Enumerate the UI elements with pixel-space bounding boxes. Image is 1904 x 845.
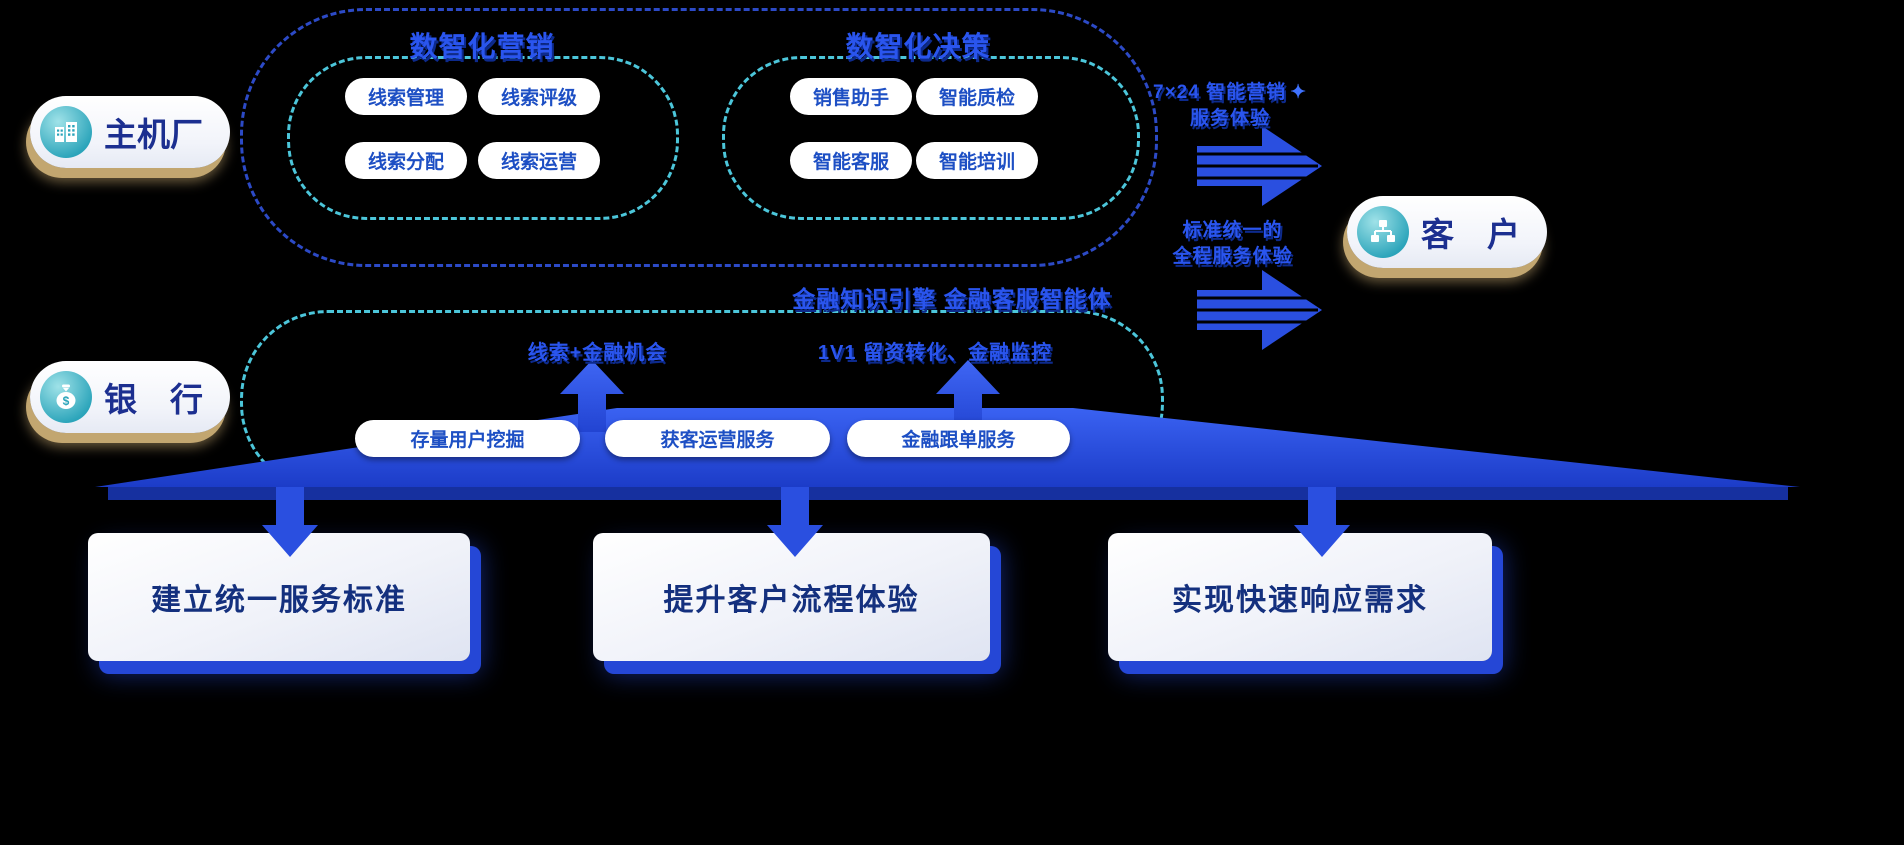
finance-title: 金融知识引擎 金融客服智能体	[792, 286, 1112, 312]
pill-smart-training: 智能培训	[916, 142, 1038, 179]
pill-smart-qc: 智能质检	[916, 78, 1038, 115]
pill-lead-operation: 线索运营	[478, 142, 600, 179]
decision-group-frame	[722, 56, 1140, 220]
pill-acquisition-ops: 获客运营服务	[605, 420, 830, 457]
pill-smart-service: 智能客服	[790, 142, 912, 179]
arrow2-line2: 全程服务体验	[1172, 245, 1293, 267]
svg-text:$: $	[63, 394, 70, 408]
card-unified-standard: 建立统一服务标准	[88, 533, 470, 661]
oem-digital-group-frame	[240, 8, 1158, 267]
actor-oem: 主机厂	[30, 96, 230, 168]
card-rapid-response: 实现快速响应需求	[1108, 533, 1492, 661]
pill-lead-distribution: 线索分配	[345, 142, 467, 179]
pill-finance-followup: 金融跟单服务	[847, 420, 1070, 457]
building-icon	[40, 106, 92, 158]
pill-sales-assistant: 销售助手	[790, 78, 912, 115]
finance-label-conversion: 1V1 留资转化、金融监控	[817, 342, 1053, 364]
arrow1-line1: 7×24 智能营销	[1153, 82, 1287, 103]
actor-customer-label: 客 户	[1421, 216, 1520, 253]
moneybag-icon: $	[40, 371, 92, 423]
arrow-caption-724-service: 7×24 智能营销✦ 服务体验	[1130, 80, 1330, 131]
arrow-caption-unified-service: 标准统一的 全程服务体验	[1140, 218, 1325, 269]
arrow2-line1: 标准统一的	[1182, 220, 1283, 241]
decision-title: 数智化决策	[845, 31, 991, 62]
pill-lead-management: 线索管理	[345, 78, 467, 115]
arrow1-line2: 服务体验	[1189, 107, 1270, 129]
org-icon	[1357, 206, 1409, 258]
actor-bank: $ 银 行	[30, 361, 230, 433]
pill-existing-user-mining: 存量用户挖掘	[355, 420, 580, 457]
pill-lead-rating: 线索评级	[478, 78, 600, 115]
right-arrow-1	[1197, 126, 1322, 206]
actor-bank-label: 银 行	[104, 381, 203, 418]
actor-oem-label: 主机厂	[104, 116, 203, 153]
finance-label-leads: 线索+金融机会	[527, 342, 667, 364]
card-customer-journey: 提升客户流程体验	[593, 533, 990, 661]
actor-customer: 客 户	[1347, 196, 1547, 268]
sparkle-icon: ✦	[1290, 82, 1307, 103]
marketing-group-frame	[287, 56, 679, 220]
marketing-title: 数智化营销	[409, 31, 555, 62]
right-arrow-2	[1197, 270, 1322, 350]
